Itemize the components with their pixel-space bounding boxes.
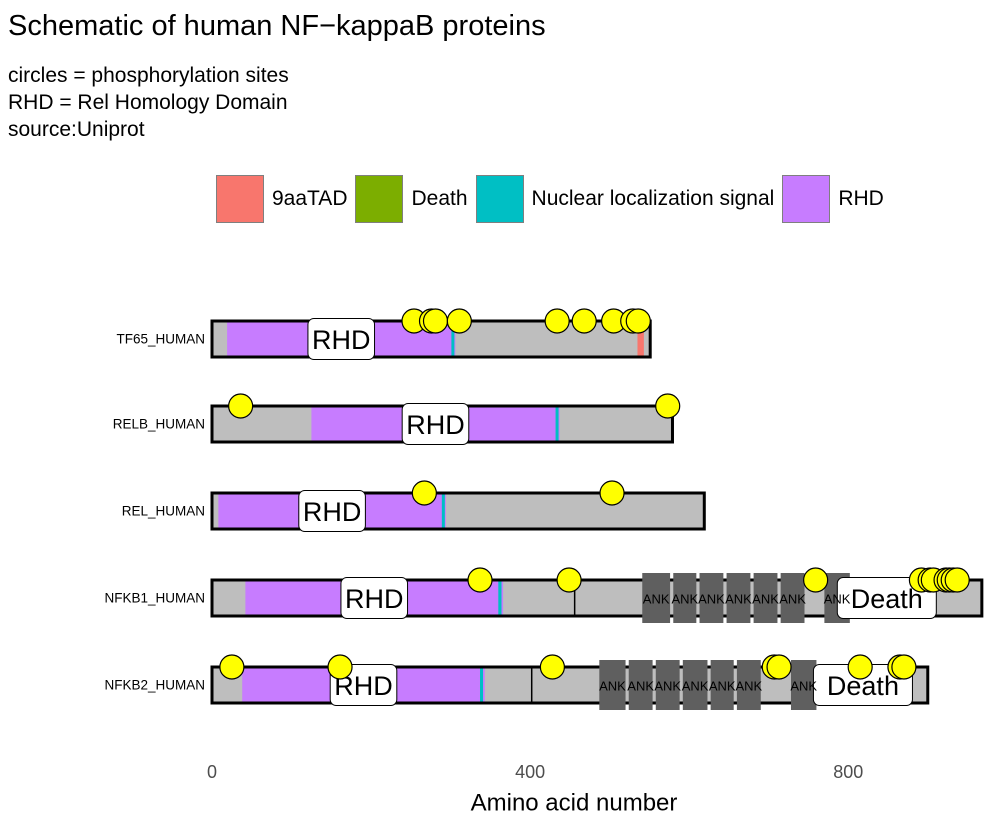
ank-label: ANK bbox=[682, 679, 709, 694]
ank-label: ANK bbox=[698, 592, 725, 607]
legend-swatch bbox=[216, 175, 264, 223]
chart-title: Schematic of human NF−kappaB proteins bbox=[8, 10, 546, 42]
legend-label: Death bbox=[411, 187, 468, 210]
phospho-site-point bbox=[571, 308, 597, 334]
phospho-site-point bbox=[847, 654, 873, 680]
subtitle-line: source:Uniprot bbox=[8, 118, 145, 141]
legend-item-nls: Nuclear localization signal bbox=[475, 175, 775, 223]
nls-domain bbox=[480, 668, 484, 702]
legend-label: RHD bbox=[838, 187, 884, 210]
x-tick-label: 800 bbox=[833, 762, 863, 782]
phospho-site-point bbox=[599, 480, 625, 506]
ank-label: ANK bbox=[725, 592, 752, 607]
protein-name-label: TF65_HUMAN bbox=[116, 332, 205, 347]
phospho-site-point bbox=[625, 308, 651, 334]
rhd-domain-label: RHD bbox=[312, 325, 371, 355]
ank-label: ANK bbox=[643, 592, 670, 607]
protein-row-tf65_human: TF65_HUMAN RHD bbox=[116, 308, 652, 360]
ank-repeat bbox=[699, 573, 724, 623]
phospho-site-point bbox=[539, 654, 565, 680]
ank-repeat bbox=[628, 660, 653, 710]
ank-repeat bbox=[673, 573, 697, 623]
phospho-site-point bbox=[327, 654, 353, 680]
ank-label: ANK bbox=[627, 679, 654, 694]
ank-repeat bbox=[753, 573, 778, 623]
legend: 9aaTAD Death Nuclear localization signal… bbox=[216, 174, 892, 224]
phospho-site-point bbox=[944, 567, 970, 593]
death-domain-label: Death bbox=[851, 584, 923, 614]
ank-label: ANK bbox=[779, 592, 806, 607]
phospho-site-point bbox=[446, 308, 472, 334]
subtitle-line: RHD = Rel Homology Domain bbox=[8, 91, 288, 114]
phospho-site-point bbox=[228, 393, 254, 419]
legend-label: 9aaTAD bbox=[272, 187, 348, 210]
phospho-site-point bbox=[219, 654, 245, 680]
phospho-site-point bbox=[766, 654, 792, 680]
rhd-domain-label: RHD bbox=[303, 497, 362, 527]
ank-repeat bbox=[642, 573, 671, 623]
chart-subtitle: circles = phosphorylation sites RHD = Re… bbox=[8, 62, 289, 143]
protein-name-label: REL_HUMAN bbox=[122, 504, 205, 519]
nls-domain bbox=[441, 494, 445, 528]
legend-swatch bbox=[475, 175, 524, 223]
nls-domain bbox=[498, 581, 502, 615]
legend-item-rhd: RHD bbox=[782, 175, 884, 223]
phospho-site-point bbox=[467, 567, 493, 593]
phospho-site-point bbox=[891, 654, 917, 680]
protein-name-label: NFKB2_HUMAN bbox=[104, 678, 205, 693]
nls-domain bbox=[451, 322, 455, 356]
ank-label: ANK bbox=[671, 592, 698, 607]
rhd-domain-label-box bbox=[298, 490, 366, 532]
phospho-site-point bbox=[655, 393, 681, 419]
legend-item-death: Death bbox=[355, 175, 468, 223]
phospho-site-point bbox=[422, 308, 449, 334]
rhd-domain-label-box bbox=[307, 318, 376, 360]
legend-swatch bbox=[782, 175, 831, 223]
subtitle-line: circles = phosphorylation sites bbox=[8, 64, 289, 87]
ank-repeat bbox=[726, 573, 751, 623]
phospho-site-point bbox=[556, 567, 582, 593]
x-tick-label: 400 bbox=[515, 762, 545, 782]
rhd-domain-label-box bbox=[340, 577, 409, 619]
ank-repeat bbox=[736, 660, 761, 710]
ank-repeat bbox=[780, 573, 805, 623]
protein-row-rel_human: REL_HUMAN RHD bbox=[122, 480, 706, 532]
ank-repeat bbox=[682, 660, 708, 710]
ank-label: ANK bbox=[599, 679, 626, 694]
ank-repeat bbox=[655, 660, 680, 710]
x-axis-title: Amino acid number bbox=[471, 790, 678, 817]
legend-swatch bbox=[355, 175, 404, 223]
protein-row-relb_human: RELB_HUMAN RHD bbox=[113, 393, 681, 445]
phospho-site-point bbox=[803, 567, 829, 593]
ank-label: ANK bbox=[709, 679, 736, 694]
x-tick-label: 0 bbox=[207, 762, 217, 782]
ank-label: ANK bbox=[752, 592, 779, 607]
ank-repeat bbox=[790, 660, 817, 710]
legend-label: Nuclear localization signal bbox=[531, 187, 775, 210]
rhd-domain-label-box bbox=[401, 403, 470, 445]
protein-name-label: RELB_HUMAN bbox=[113, 417, 205, 432]
ank-label: ANK bbox=[654, 679, 681, 694]
ank-label: ANK bbox=[735, 679, 762, 694]
rhd-domain-label: RHD bbox=[345, 584, 404, 614]
legend-item-9aatad: 9aaTAD bbox=[216, 175, 347, 223]
tad-domain bbox=[637, 322, 644, 356]
nls-domain bbox=[555, 407, 559, 441]
protein-name-label: NFKB1_HUMAN bbox=[104, 591, 205, 606]
ank-label: ANK bbox=[790, 679, 817, 694]
ank-label: ANK bbox=[824, 592, 851, 607]
ank-repeat bbox=[599, 660, 626, 710]
phospho-site-point bbox=[411, 480, 437, 506]
rhd-domain-label: RHD bbox=[406, 410, 465, 440]
phospho-site-point bbox=[544, 308, 570, 334]
ank-repeat bbox=[710, 660, 734, 710]
